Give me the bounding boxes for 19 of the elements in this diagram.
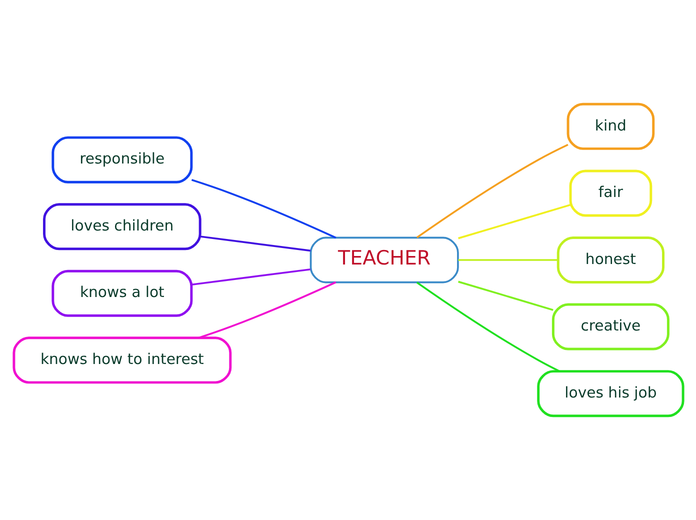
connector: [191, 268, 310, 286]
node-box: responsible: [51, 136, 192, 184]
connector: [416, 144, 568, 238]
connector: [458, 204, 570, 240]
node-box: fair: [568, 170, 652, 217]
node-box: creative: [551, 303, 669, 350]
node-box: knows a lot: [51, 270, 192, 317]
node-box: kind: [566, 102, 654, 150]
node-box: loves his job: [536, 370, 684, 418]
node-box: honest: [556, 236, 664, 284]
node-box: TEACHER: [309, 236, 458, 284]
node-box: loves children: [42, 203, 201, 250]
connector: [458, 259, 558, 261]
node-box: knows how to interest: [12, 336, 232, 384]
connector: [416, 282, 560, 372]
connector: [190, 179, 336, 239]
connector: [198, 281, 336, 339]
connector: [200, 236, 310, 252]
connector: [458, 280, 553, 311]
